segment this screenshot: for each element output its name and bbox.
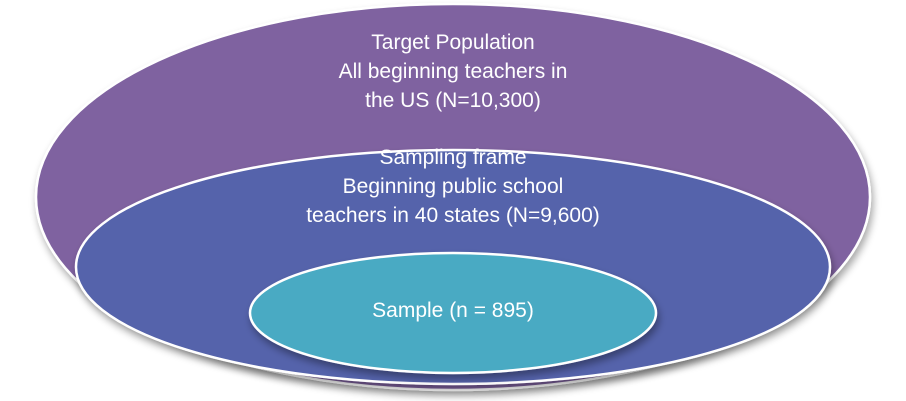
sample-title: Sample (n = 895): [372, 299, 534, 322]
target-population-label: Target Population All beginning teachers…: [303, 28, 603, 115]
sampling-frame-description: Beginning public school: [342, 175, 564, 198]
sampling-frame-label: Sampling frame Beginning public school t…: [253, 143, 653, 230]
target-population-description: All beginning teachers in: [338, 60, 568, 83]
sample-label: Sample (n = 895): [303, 296, 603, 325]
sample-ellipse: [248, 251, 658, 375]
target-population-count: the US (N=10,300): [365, 89, 541, 112]
sampling-frame-count: teachers in 40 states (N=9,600): [306, 204, 600, 227]
sampling-frame-title: Sampling frame: [379, 146, 527, 169]
target-population-title: Target Population: [371, 31, 535, 54]
